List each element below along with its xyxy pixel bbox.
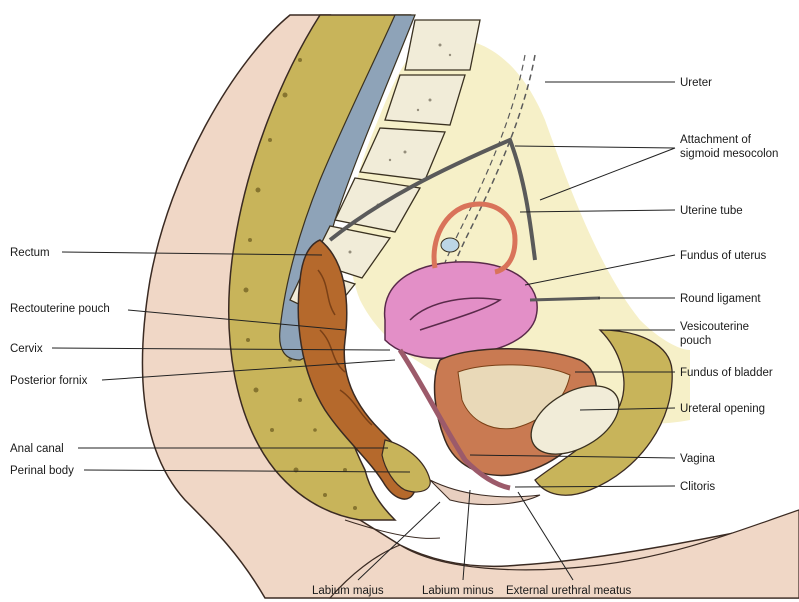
label-labium-majus: Labium majus: [312, 585, 384, 597]
label-pouch: pouch: [680, 335, 711, 347]
label-ureter: Ureter: [680, 77, 712, 89]
label-posterior-fornix: Posterior fornix: [10, 375, 88, 387]
label-rectum: Rectum: [10, 247, 50, 259]
label-round-ligament: Round ligament: [680, 293, 761, 305]
label-cervix: Cervix: [10, 343, 43, 355]
label-sigmoid-mesocolon: sigmoid mesocolon: [680, 148, 778, 160]
label-uterine-tube: Uterine tube: [680, 205, 743, 217]
label-external-urethral-meatus: External urethral meatus: [506, 585, 632, 597]
label-fundus-of-uterus: Fundus of uterus: [680, 250, 767, 262]
label-perineal-body: Perinal body: [10, 465, 74, 477]
label-fundus-of-bladder: Fundus of bladder: [680, 367, 773, 379]
label-vagina: Vagina: [680, 453, 716, 465]
label-attachment-of: Attachment of: [680, 134, 752, 146]
label-anal-canal: Anal canal: [10, 443, 64, 455]
ovary: [441, 238, 459, 252]
label-rectouterine-pouch: Rectouterine pouch: [10, 303, 110, 315]
label-ureteral-opening: Ureteral opening: [680, 403, 765, 415]
label-labium-minus: Labium minus: [422, 585, 494, 597]
label-clitoris: Clitoris: [680, 481, 715, 493]
round-ligament-structure: [530, 298, 600, 300]
label-vesicouterine: Vesicouterine: [680, 321, 749, 333]
